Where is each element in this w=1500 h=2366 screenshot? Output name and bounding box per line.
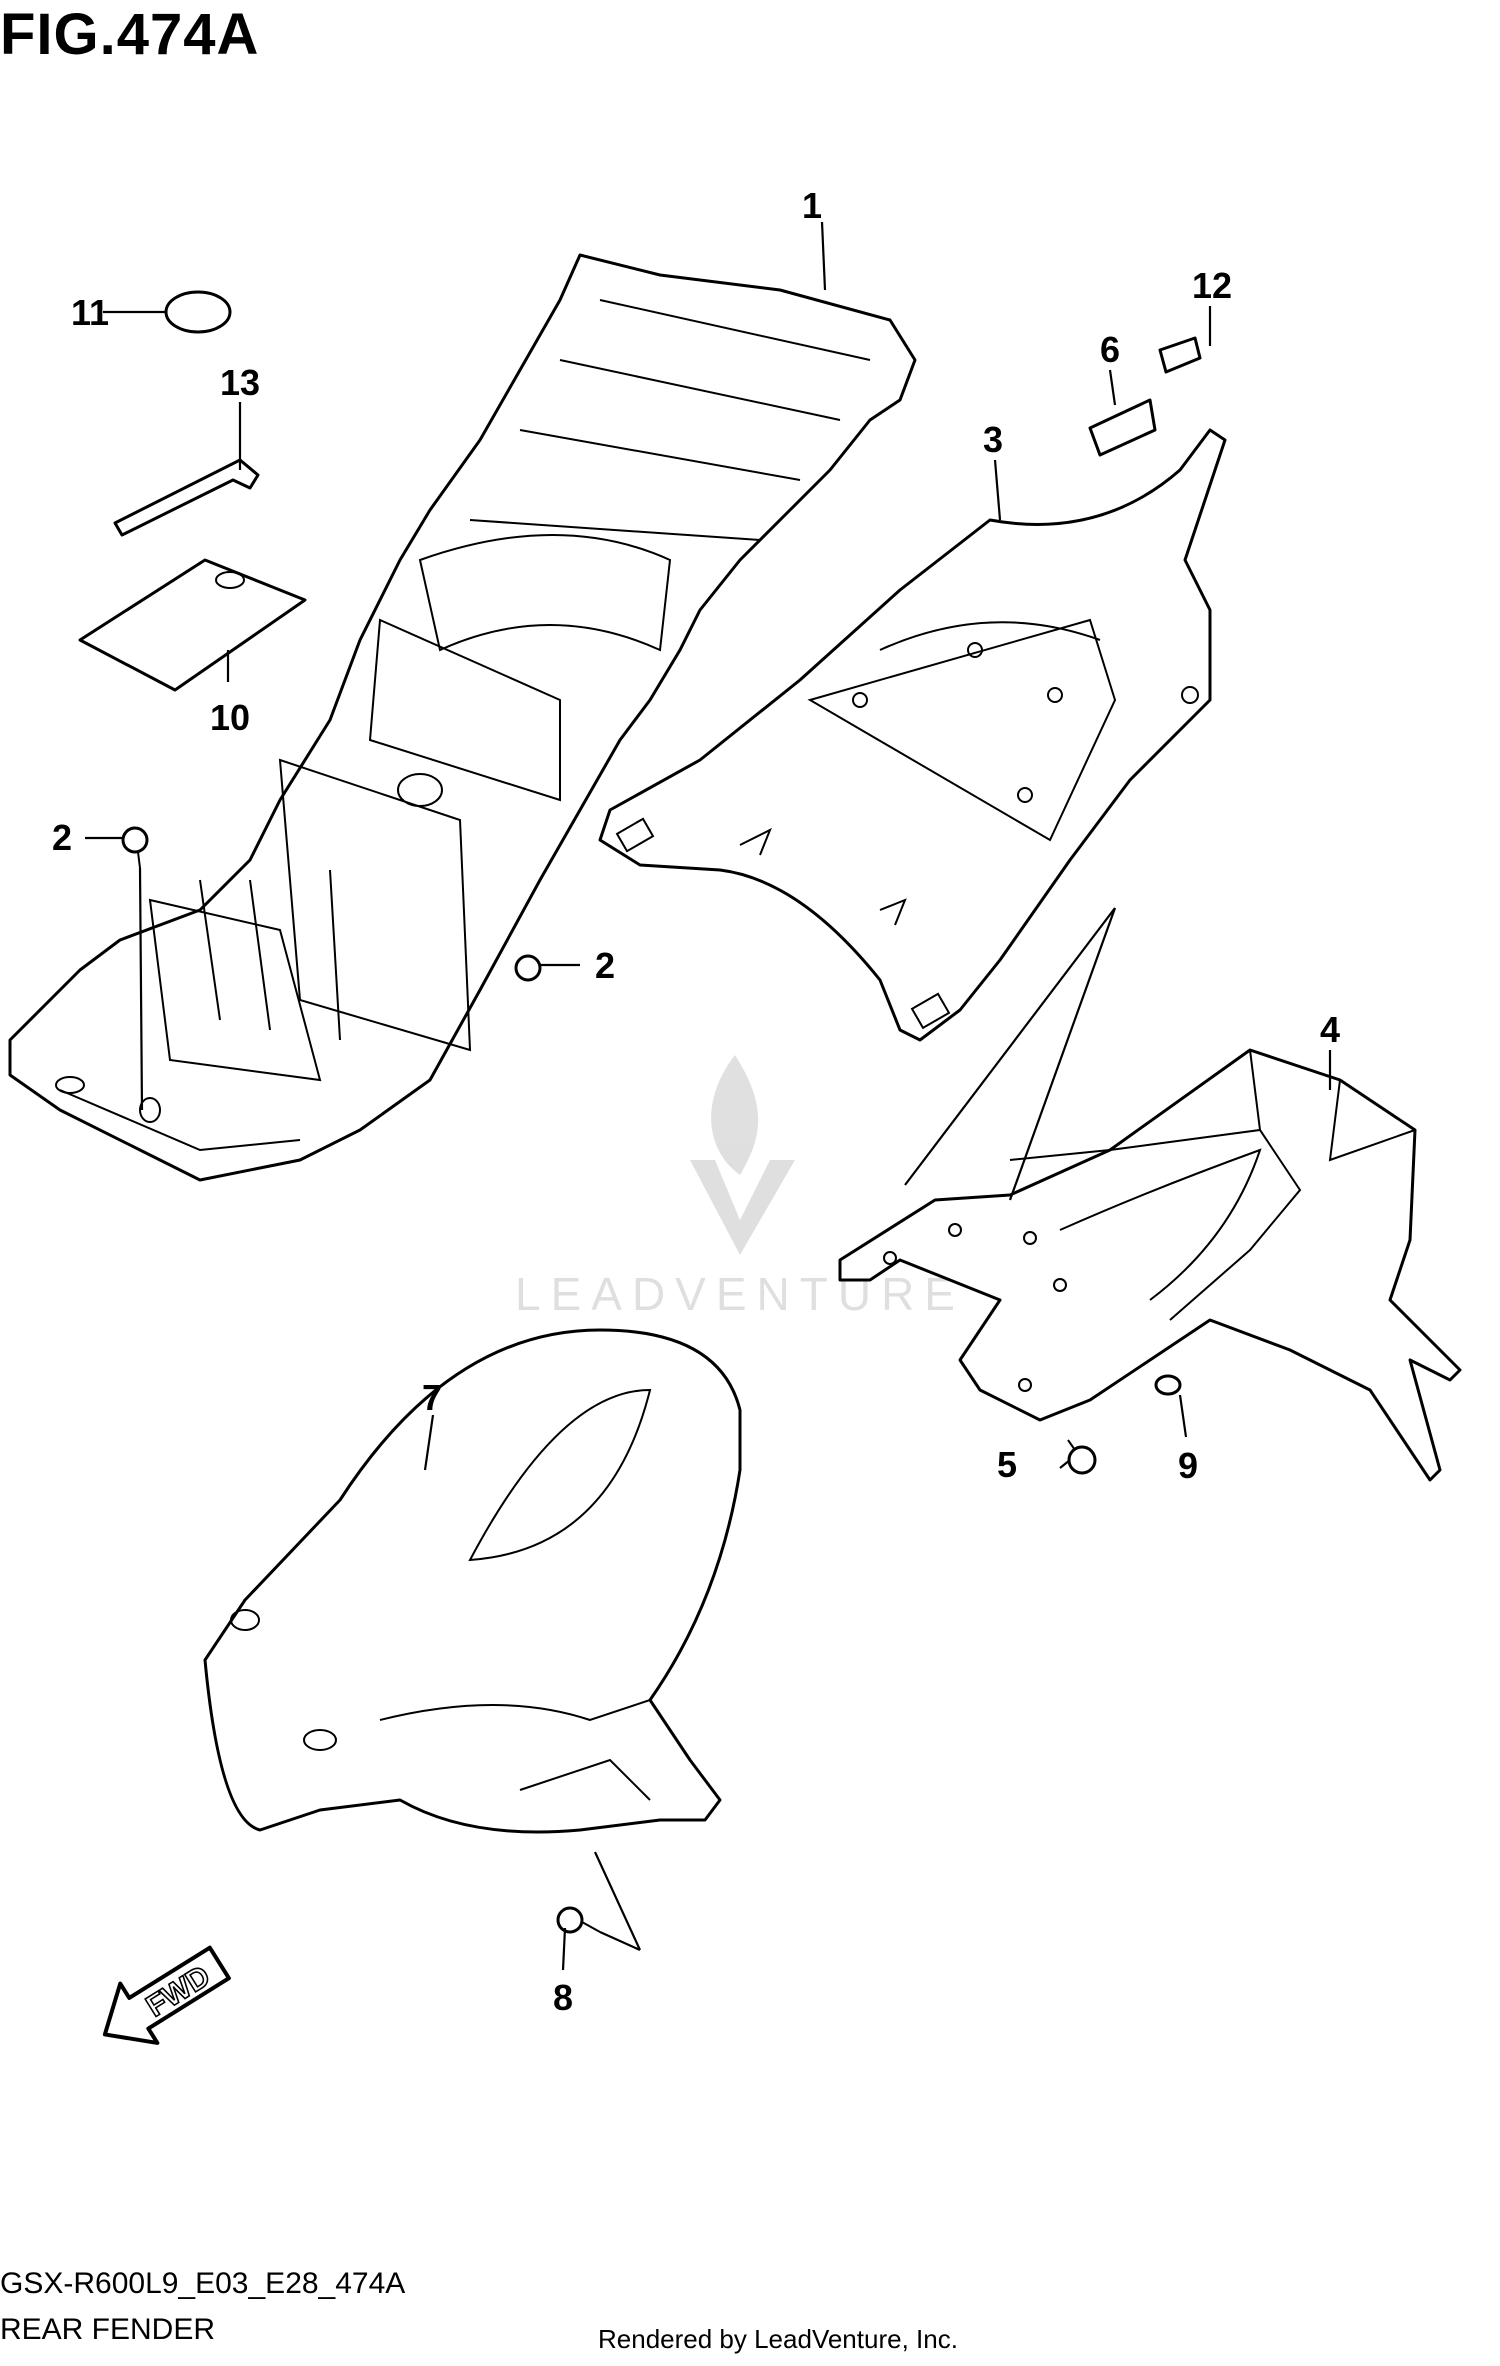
callout-6: 6 (1100, 329, 1120, 370)
callout-7: 7 (422, 1377, 442, 1418)
part-2-bolt-upper (121, 826, 149, 869)
section-name: REAR FENDER (0, 2313, 216, 2346)
part-11-o-ring (164, 290, 232, 334)
figure-title: FIG.474A (0, 2, 260, 67)
callout-4: 4 (1320, 1009, 1340, 1050)
callout-8: 8 (553, 1977, 573, 2018)
part-3-rear-fender-cover (598, 428, 1227, 1042)
part-13-hex-wrench (113, 458, 260, 537)
callout-12: 12 (1192, 265, 1232, 306)
callout-5: 5 (997, 1444, 1017, 1485)
callout-3: 3 (983, 419, 1003, 460)
rendered-by-credit: Rendered by LeadVenture, Inc. (598, 2324, 958, 2354)
callout-10: 10 (210, 697, 250, 738)
callout-11: 11 (71, 292, 109, 333)
watermark-text: LEADVENTURE (515, 1268, 965, 1320)
part-4-rear-fender (838, 1048, 1462, 1482)
part-7-front-fender (203, 1328, 742, 1834)
part-6-pad (1088, 398, 1157, 457)
callout-9: 9 (1178, 1445, 1198, 1486)
leader-lines (85, 221, 1332, 1971)
part-1-rear-inner-fender (8, 253, 917, 1182)
callout-13: 13 (220, 362, 260, 403)
part-12-pad (1158, 336, 1202, 374)
part-2-bolt-middle (514, 954, 542, 982)
part-9-washer (1154, 1374, 1182, 1396)
callout-2-middle: 2 (595, 945, 615, 986)
watermark-logo: LEADVENTURE (515, 1055, 965, 1320)
model-code: GSX-R600L9_E03_E28_474A (0, 2267, 406, 2300)
callout-2-upper: 2 (52, 817, 72, 858)
fwd-arrow: FWD (102, 1945, 231, 2045)
part-10-tool-bag (78, 558, 307, 692)
part-8-screw (556, 1906, 601, 1934)
part-5-bolt (1067, 1439, 1097, 1475)
callout-1: 1 (802, 185, 822, 226)
